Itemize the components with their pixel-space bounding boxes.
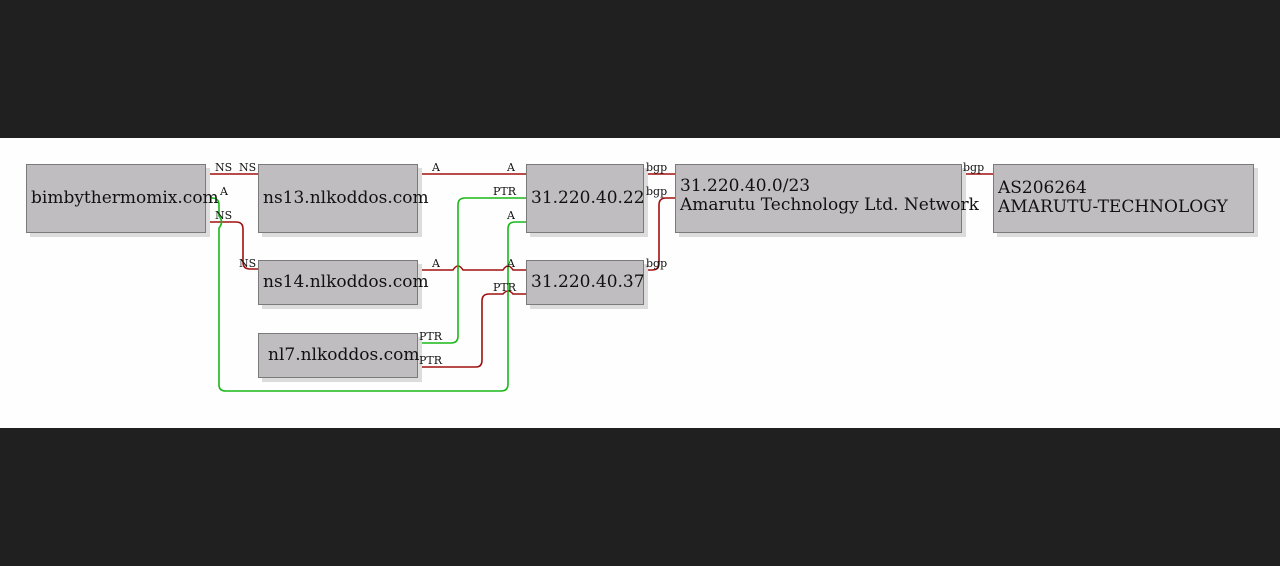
edge-label-ns-domain-ns13-tail: NS bbox=[215, 161, 233, 174]
edge-label-ptr-ip22: PTR bbox=[493, 185, 517, 198]
edge-nl7-ip22-ptr bbox=[418, 197, 526, 344]
node-ns13[interactable]: ns13.nlkoddos.com bbox=[258, 164, 429, 233]
node-ip37-label: 31.220.40.37 bbox=[531, 272, 645, 292]
node-ns14[interactable]: ns14.nlkoddos.com bbox=[258, 260, 429, 305]
edge-label-ns-domain-ns14-head: NS bbox=[239, 257, 257, 270]
node-as[interactable]: AS206264 AMARUTU-TECHNOLOGY bbox=[993, 164, 1254, 233]
node-domain[interactable]: bimbythermomix.com bbox=[26, 164, 219, 233]
node-as-line1: AS206264 bbox=[998, 178, 1087, 198]
edge-label-a-ns13-head: A bbox=[507, 161, 515, 174]
node-nl7-label: nl7.nlkoddos.com bbox=[268, 345, 420, 365]
node-ip37[interactable]: 31.220.40.37 bbox=[526, 260, 645, 305]
node-ip22[interactable]: 31.220.40.22 bbox=[526, 164, 645, 233]
edge-label-bgp-ip22-bottom: bgp bbox=[646, 185, 668, 198]
edge-layer bbox=[206, 173, 993, 392]
edge-ip37-prefix bbox=[644, 197, 675, 271]
edge-label-bgp-prefix: bgp bbox=[963, 161, 985, 174]
edge-label-a-ip22: A bbox=[507, 209, 515, 222]
node-as-line2: AMARUTU-TECHNOLOGY bbox=[998, 197, 1228, 217]
node-ns14-label: ns14.nlkoddos.com bbox=[263, 272, 429, 292]
edge-label-bgp-ip37: bgp bbox=[646, 257, 668, 270]
node-ip22-label: 31.220.40.22 bbox=[531, 188, 645, 208]
edge-ns14-ip37 bbox=[418, 265, 526, 271]
edge-label-ns-domain-ns13-head: NS bbox=[239, 161, 257, 174]
edge-label-a-ns13-tail: A bbox=[432, 161, 440, 174]
node-nl7[interactable]: nl7.nlkoddos.com bbox=[258, 333, 420, 378]
edge-label-ptr-nl7-bottom: PTR bbox=[419, 354, 443, 367]
node-domain-label: bimbythermomix.com bbox=[31, 188, 219, 208]
node-prefix[interactable]: 31.220.40.0/23 Amarutu Technology Ltd. N… bbox=[675, 164, 979, 233]
edge-label-a-ns14-head: A bbox=[507, 257, 515, 270]
edge-domain-ip37-a bbox=[206, 197, 526, 392]
edge-label-a-domain: A bbox=[220, 185, 228, 198]
edge-label-ptr-ip37: PTR bbox=[493, 281, 517, 294]
edge-label-ns-domain-ns14-tail: NS bbox=[215, 209, 233, 222]
graph-canvas: bimbythermomix.com ns13.nlkoddos.com ns1… bbox=[0, 138, 1280, 428]
node-prefix-line1: 31.220.40.0/23 bbox=[680, 176, 811, 196]
node-ns13-label: ns13.nlkoddos.com bbox=[263, 188, 429, 208]
edge-label-a-ns14-tail: A bbox=[432, 257, 440, 270]
edge-domain-ns14 bbox=[206, 221, 258, 270]
edge-label-bgp-ip22-top: bgp bbox=[646, 161, 668, 174]
edge-label-ptr-nl7-top: PTR bbox=[419, 330, 443, 343]
node-prefix-line2: Amarutu Technology Ltd. Network bbox=[680, 195, 979, 215]
